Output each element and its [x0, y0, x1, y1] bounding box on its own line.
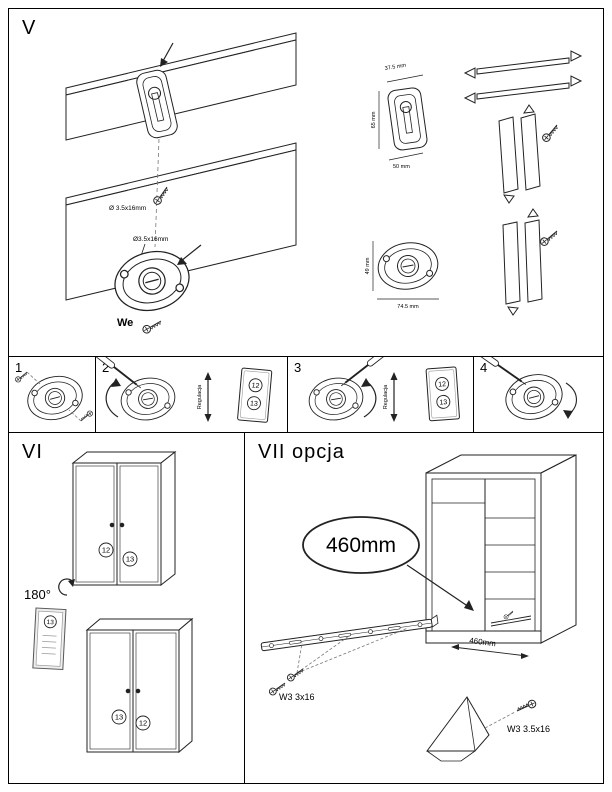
step-4-drawing — [477, 357, 577, 426]
wardrobe-before-rotation — [71, 450, 177, 587]
pilot-hole-label: Ø3.5x16mm — [133, 236, 168, 243]
bracket-screw-label: W3 3.5x16 — [507, 724, 550, 734]
page-frame: V — [8, 8, 604, 784]
step-3: 3 Regulacja 12 13 — [288, 357, 474, 432]
rail-screws-label: W3 3x16 — [279, 692, 315, 702]
step-4: 4 — [474, 357, 603, 432]
bracket-insert-arrow — [160, 42, 174, 67]
step-4-number: 4 — [480, 360, 488, 375]
section-vii-label: VII opcja — [258, 441, 345, 463]
rail-screw-icon-1 — [285, 665, 306, 683]
drawer-slide-rail — [260, 614, 439, 652]
hook-bracket — [136, 69, 178, 139]
bracket-screw-icon — [514, 698, 538, 715]
step-3-card: 12 13 — [425, 366, 460, 422]
bottom-sections: VI 12 13 180° — [9, 433, 603, 783]
section-v-label: V — [22, 17, 37, 39]
section-vii: VII opcja — [245, 433, 603, 783]
step-2-card: 12 13 — [237, 367, 273, 423]
cam-dim-left: 49 mm — [365, 257, 371, 274]
step-2-card-badge-13: 13 — [250, 400, 258, 408]
slide-adjust-diagram-tilt — [498, 104, 561, 204]
card-badge: 13 — [46, 619, 54, 626]
slide-adjust-diagram-horizontal — [463, 50, 583, 104]
step-1-drawing — [14, 369, 94, 427]
step-3-adjust-label: Regulacja — [383, 384, 389, 409]
drill-screw-label: Ø 3.5x16mm — [109, 205, 146, 212]
step-3-drawing: Regulacja 12 13 — [305, 357, 460, 425]
step-2-drawing: Regulacja 12 13 — [96, 357, 273, 425]
step-3-number: 3 — [294, 360, 302, 375]
step-3-card-badge-13: 13 — [439, 399, 447, 407]
slide-detail-inside — [490, 609, 532, 627]
bracket-screw-leader — [484, 711, 516, 729]
section-vi: VI 12 13 180° — [9, 433, 245, 783]
width-dimension: 460mm — [451, 636, 529, 659]
top-left-door-badge: 12 — [102, 546, 110, 555]
section-v: V — [9, 9, 603, 357]
bracket-dim-left: 65 mm — [371, 111, 377, 128]
wardrobe-interior — [425, 454, 577, 644]
bracket-dim-top: 37.5 mm — [384, 63, 406, 72]
step-3-card-badge-12: 12 — [438, 381, 446, 389]
bottom-board — [65, 142, 297, 301]
width-dim-label: 460mm — [469, 636, 497, 648]
step-1-number: 1 — [15, 360, 23, 375]
cam-dim-bottom: 74.5 mm — [397, 304, 419, 310]
cam-insert-arrow — [177, 244, 202, 265]
rotation-label: 180° — [24, 587, 51, 602]
cam-detail-drawing: 49 mm 74.5 mm — [365, 237, 443, 310]
top-board — [65, 32, 297, 141]
step-2-number: 2 — [102, 360, 110, 375]
bottom-right-door-badge: 12 — [139, 719, 147, 728]
depth-callout: 460mm — [302, 516, 474, 611]
step-1: 1 — [9, 357, 96, 432]
rotation-arrow-icon — [58, 578, 75, 596]
door-card: 13 — [32, 607, 67, 671]
rail-screws — [296, 627, 409, 674]
section-vii-drawing: 460mm 460mm — [260, 454, 577, 762]
slide-adjust-diagram-vertical — [502, 208, 560, 316]
callout-label: 460mm — [326, 534, 396, 557]
top-right-door-badge: 13 — [126, 555, 134, 564]
corner-bracket — [426, 696, 490, 762]
step-2-adjust-label: Regulacja — [197, 384, 203, 409]
bracket-dim-bottom: 50 mm — [393, 164, 410, 170]
we-screw-icon — [141, 317, 164, 335]
steps-strip: 1 2 Regulacja — [9, 357, 603, 433]
we-screw-label: We — [117, 317, 133, 329]
section-v-drawing: Ø 3.5x16mm Ø3.5x16mm We — [65, 32, 583, 335]
step-2: 2 Regulacja 12 13 — [96, 357, 288, 432]
bottom-left-door-badge: 13 — [115, 713, 123, 722]
section-vi-label: VI — [22, 441, 43, 463]
section-vi-drawing: 12 13 180° 13 — [24, 450, 194, 754]
bracket-detail-drawing: 37.5 mm 65 mm 50 mm — [371, 63, 428, 170]
step-2-card-badge-12: 12 — [251, 382, 259, 390]
wardrobe-after-rotation — [85, 617, 194, 754]
